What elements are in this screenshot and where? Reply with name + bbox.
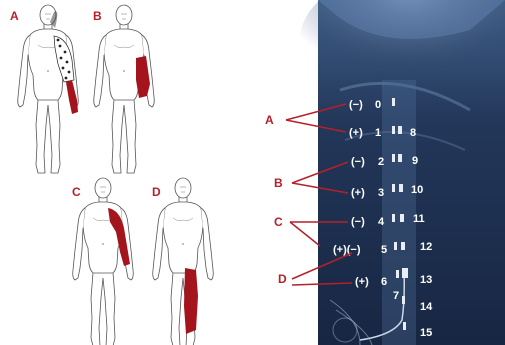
pointer-label-b: B <box>274 176 283 190</box>
pointer-label-c: C <box>274 215 283 229</box>
contact-12-number: 12 <box>420 241 432 253</box>
contact-13-number: 13 <box>420 274 432 286</box>
panel-c: C <box>72 178 133 345</box>
contact-9-number: 9 <box>412 155 418 167</box>
contact-10-number: 10 <box>411 184 423 196</box>
contact-11-number: 11 <box>413 213 425 225</box>
contact-3-number: 3 <box>378 187 384 199</box>
panel-label-a: A <box>10 9 19 23</box>
contact-3-polarity: (+) <box>351 187 365 199</box>
contact-0-number: 0 <box>375 99 381 111</box>
contact-6-polarity: (+) <box>355 276 369 288</box>
panel-a: A <box>10 5 78 173</box>
contact-8-number: 8 <box>410 127 416 139</box>
contact-4-number: 4 <box>378 216 385 228</box>
contact-2-polarity: (−) <box>351 156 365 168</box>
panel-label-d: D <box>152 185 161 199</box>
contact-2-number: 2 <box>378 156 384 168</box>
contact-7-number: 7 <box>393 290 399 302</box>
contact-6-number: 6 <box>381 276 387 288</box>
contact-14-number: 14 <box>420 301 433 313</box>
paresthesia-leg-d <box>184 268 198 334</box>
panel-b: B <box>93 5 154 173</box>
contact-5-number: 5 <box>381 244 387 256</box>
contact-15-number: 15 <box>420 327 432 339</box>
contact-4-polarity: (−) <box>351 216 365 228</box>
pointer-label-a: A <box>265 113 274 127</box>
contact-1-number: 1 <box>375 127 381 139</box>
xray-image <box>300 0 505 345</box>
contact-5-polarity: (+)(−) <box>333 244 361 256</box>
panel-label-b: B <box>93 9 102 23</box>
panel-label-c: C <box>72 185 81 199</box>
pointer-label-d: D <box>278 272 287 286</box>
contact-0-polarity: (−) <box>349 99 363 111</box>
contact-1-polarity: (+) <box>349 127 363 139</box>
panel-d: D <box>152 178 213 345</box>
